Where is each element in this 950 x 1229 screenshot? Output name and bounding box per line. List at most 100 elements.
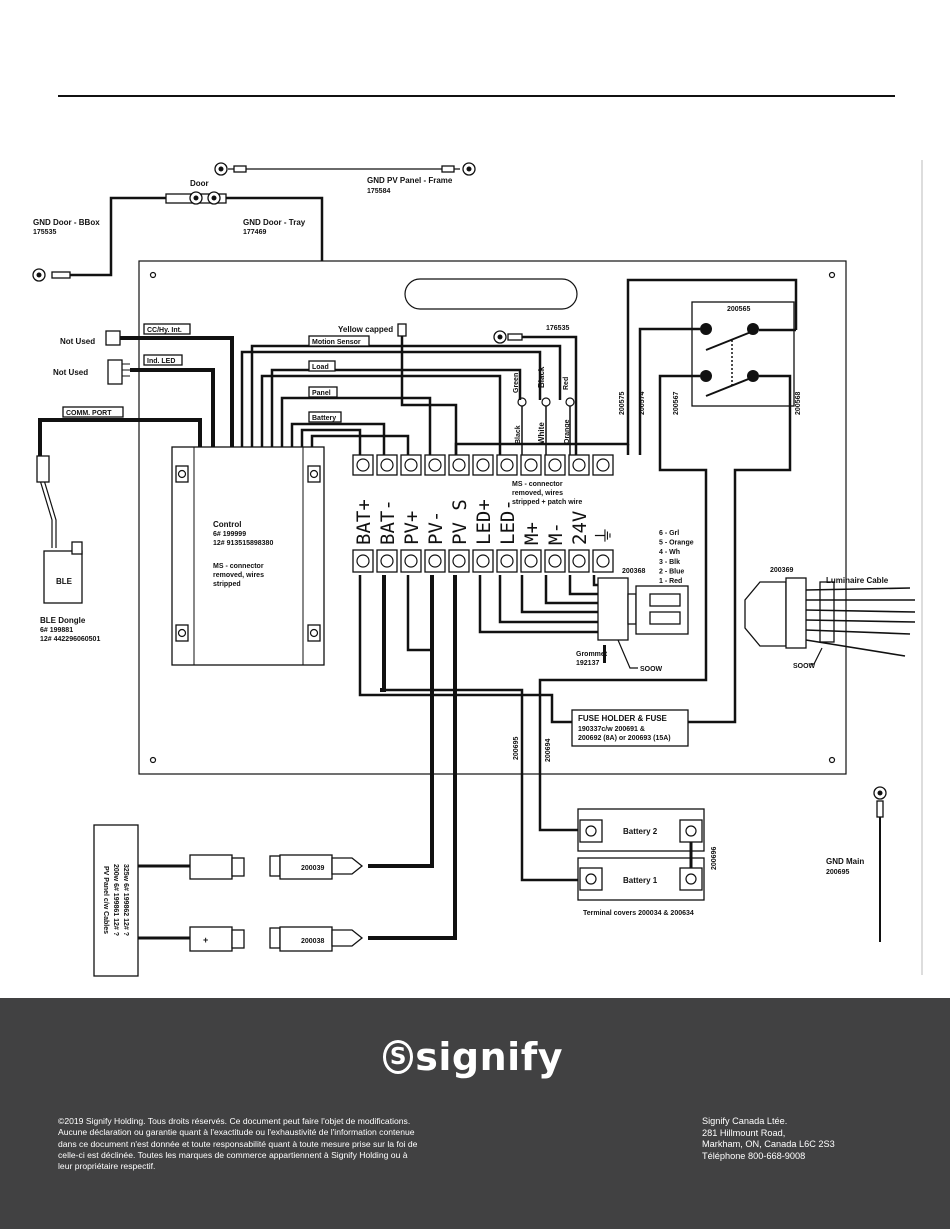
fuse-wire: [550, 700, 572, 724]
terminal-top: [592, 454, 614, 476]
wire-200567-label: 200567: [673, 392, 680, 415]
wire-200568-label: 200568: [795, 392, 802, 415]
gnd-main-pn: 200695: [826, 869, 849, 876]
tray-hole: [149, 271, 157, 279]
sow-label-1: SOOW: [640, 666, 663, 673]
wire-200574-label: 200574: [639, 392, 646, 415]
pin-list-item: 4 - Wh: [659, 549, 680, 556]
comm-port-tag: [62, 406, 124, 418]
bottom-terminal-wiring: [358, 575, 598, 940]
terminal-bottom: [520, 549, 542, 573]
ble-cable-connector: [36, 455, 50, 483]
wire-200567: [538, 374, 708, 700]
harness-wires: [38, 278, 798, 470]
terminal-bottom: [424, 549, 446, 573]
ble-dongle-body: [43, 550, 83, 604]
relay-200565: [691, 301, 795, 407]
orange-label: Orange: [564, 419, 571, 444]
terminal-top: [472, 454, 494, 476]
ind-led-label: Ind. LED: [147, 358, 175, 365]
terminal-top: [352, 454, 374, 476]
comm-port-label: COMM. PORT: [66, 410, 112, 417]
terminal-top: [496, 454, 518, 476]
wire-200695: [380, 688, 590, 882]
conn-200038-label: 200038: [301, 938, 324, 945]
ble-dongle-line1: 6# 199881: [40, 627, 73, 634]
tray-hole: [828, 756, 836, 764]
address-line: Markham, ON, Canada L6C 2S3: [702, 1139, 835, 1149]
conn-200369-label: 200369: [770, 567, 793, 574]
wire-200694-label: 200694: [545, 739, 552, 762]
legal-line: leur propriétaire respectif.: [58, 1161, 156, 1172]
door-ground-connector: [165, 191, 227, 205]
wire-200695-label: 200695: [513, 737, 520, 760]
pin-list-item: 3 - Blk: [659, 559, 680, 566]
battery-label: Battery: [312, 415, 336, 422]
legal-line: Aucune déclaration ou garantie quant à l…: [58, 1127, 415, 1138]
gnd-door-tray-pn: 177469: [243, 229, 266, 236]
gnd-tab-pn: 176535: [546, 325, 569, 332]
signify-logo-text: signify: [415, 1035, 563, 1079]
terminal-label: 24V: [569, 511, 591, 545]
gnd-pv-panel-frame-strap: [214, 162, 476, 176]
door-label: Door: [190, 179, 209, 188]
gnd-door-bbox-wire: [70, 196, 166, 277]
gnd-door-bbox-label: GND Door - BBox: [33, 218, 100, 227]
relay-contacts: [700, 323, 759, 397]
white-label: White: [537, 422, 546, 444]
legal-line: ©2019 Signify Holding. Tous droits réser…: [58, 1116, 411, 1126]
control-line1: 6# 199999: [213, 531, 246, 538]
terminal-bottom: [544, 549, 566, 573]
terminal-label: LED-: [497, 499, 519, 545]
grommet-pn: 192137: [576, 660, 599, 667]
control-title: Control: [213, 520, 241, 529]
pv-panel-side-1: PV Panel c/w Cables: [102, 866, 109, 934]
panel-label: Panel: [312, 390, 331, 397]
green-label: Green: [513, 373, 520, 393]
signify-logo-mark: S: [383, 1040, 414, 1074]
terminal-label: BAT-: [377, 499, 399, 545]
battery-1-label: Battery 1: [623, 876, 658, 885]
terminal-bottom: [496, 549, 518, 573]
terminal-label: PV S: [449, 499, 471, 545]
terminal-top: [544, 454, 566, 476]
control-module: [171, 446, 325, 666]
terminal-row-bottom: [352, 549, 614, 573]
ms-note-3: stripped + patch wire: [512, 499, 582, 506]
company-address: Signify Canada Ltée. 281 Hillmount Road,…: [702, 1116, 902, 1162]
gnd-pv-panel-frame-pn: 175584: [367, 188, 390, 195]
battery-2-label: Battery 2: [623, 827, 658, 836]
black-top-label: Black: [537, 366, 546, 388]
control-line2: 12# 913515898380: [213, 540, 273, 547]
battery-1: [577, 857, 705, 901]
plus-label: +: [203, 935, 208, 945]
terminal-bottom: [472, 549, 494, 573]
terminal-row-top: [352, 454, 614, 476]
fuse-line1: 190337c/w 200691 &: [578, 726, 645, 733]
ble-dongle-label: BLE Dongle: [40, 616, 86, 625]
sow-leader-2: [810, 647, 823, 665]
load-label: Load: [312, 364, 329, 371]
pin-list-item: 2 - Blue: [659, 568, 684, 575]
signify-logo: S signify: [383, 1034, 563, 1080]
terminal-top: [424, 454, 446, 476]
gnd-door-bbox-pn: 175535: [33, 229, 56, 236]
gnd-tab-176535: [493, 330, 578, 455]
address-line: Signify Canada Ltée.: [702, 1116, 788, 1126]
ble-label: BLE: [56, 577, 73, 586]
load-tag: [308, 360, 336, 372]
yellow-capped-label: Yellow capped: [338, 325, 393, 334]
fuse-line2: 200692 (8A) or 200693 (15A): [578, 735, 671, 742]
wiring-diagram: GND PV Panel - Frame 175584 Door GND Doo…: [32, 95, 923, 977]
not-used-label-2: Not Used: [53, 368, 88, 377]
wire-200568: [688, 374, 792, 724]
terminal-bottom: [400, 549, 422, 573]
terminal-label: M-: [545, 522, 567, 545]
terminal-covers-label: Terminal covers 200034 & 200634: [583, 910, 694, 917]
terminal-top: [400, 454, 422, 476]
wire-200574: [638, 327, 700, 455]
battery-tag: [308, 411, 342, 423]
terminal-label: PV-: [425, 511, 447, 545]
wire-200696-label: 200696: [711, 847, 718, 870]
